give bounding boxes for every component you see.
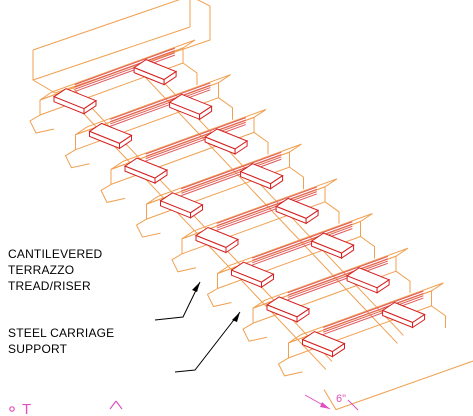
rebar	[323, 292, 424, 331]
riser-soffit-left	[242, 322, 268, 342]
rebar	[216, 191, 318, 229]
riser-soffit-right	[431, 305, 446, 328]
rebar	[110, 84, 211, 123]
bearing-pad-side	[199, 105, 213, 121]
rebar	[216, 193, 318, 231]
riser-soffit-right	[218, 97, 233, 120]
callout-tread-line-1: CANTILEVERED	[8, 247, 103, 261]
riser-soffit-left	[100, 183, 126, 203]
top-landing-edge	[32, 26, 191, 81]
riser-soffit-left	[171, 253, 197, 273]
rebar	[145, 124, 247, 162]
riser-soffit-left	[277, 357, 303, 377]
bearing-pad-side	[296, 307, 310, 323]
bearing-pad-side	[332, 342, 345, 358]
dimension-label: 6"	[336, 393, 346, 405]
bearing-pad-side	[261, 273, 274, 289]
rebar	[110, 87, 211, 125]
bearing-pad-side	[154, 169, 168, 185]
rebar	[287, 258, 389, 296]
riser-soffit-right	[289, 166, 304, 190]
rebar	[252, 221, 353, 259]
callout-support-line-2: SUPPORT	[8, 342, 68, 356]
rebar	[181, 151, 282, 190]
rebar	[110, 89, 211, 127]
top-landing-wall	[32, 0, 211, 94]
rebar	[145, 117, 247, 155]
rebar	[323, 297, 424, 335]
rebar	[216, 186, 318, 224]
bearing-pad-side	[119, 134, 132, 150]
bearing-pad-side	[163, 70, 177, 86]
bottom-landing	[323, 360, 473, 411]
riser-soffit-right	[360, 236, 375, 259]
callout-tread-line-3: TREAD/RISER	[8, 279, 91, 293]
bearing-pad-side	[234, 140, 248, 155]
support-leader	[174, 311, 241, 373]
rebar	[181, 156, 282, 194]
bearing-pad-side	[225, 238, 239, 254]
riser-soffit-left	[64, 149, 90, 169]
stair-outline	[29, 0, 473, 411]
riser-soffit-left	[135, 218, 161, 238]
rebar	[110, 82, 211, 120]
rebar	[145, 119, 247, 157]
rebar	[74, 54, 176, 93]
riser-soffit-right	[324, 201, 340, 224]
tread-leader	[154, 281, 201, 321]
rebar	[216, 188, 318, 227]
bearing-pad-side	[270, 174, 284, 190]
rebar	[287, 255, 389, 294]
rebar	[252, 225, 353, 264]
rebar	[323, 290, 424, 329]
support-leader-arrowhead	[232, 312, 240, 322]
rebar	[323, 295, 424, 333]
bearing-pads	[52, 59, 426, 358]
rebar	[74, 52, 176, 90]
riser-soffit-right	[182, 62, 198, 85]
rebar-group	[74, 47, 424, 335]
tread-leader-arrowhead	[192, 282, 200, 292]
rebar	[287, 260, 389, 298]
bearing-pad-side	[341, 244, 355, 260]
riser-soffit-left	[206, 288, 232, 308]
dimension-arrowhead	[320, 402, 330, 409]
title-cropped-glyphs	[9, 400, 123, 412]
rebar	[74, 50, 176, 88]
bearing-pad-side	[305, 209, 319, 225]
drawing-title-fragment: T	[22, 401, 31, 416]
bearing-pad-side	[190, 203, 203, 219]
rebar	[145, 121, 247, 160]
bearing-pad-side	[412, 313, 426, 329]
rebar	[287, 262, 389, 301]
riser-soffit-right	[395, 270, 411, 294]
callout-support-line-1: STEEL CARRIAGE	[8, 326, 114, 340]
riser-soffit-right	[253, 131, 269, 155]
bearing-pad-side	[83, 99, 97, 115]
rebar	[181, 158, 282, 197]
rebar	[252, 228, 353, 266]
callout-tread-line-2: TERRAZZO	[8, 263, 74, 277]
riser-soffit-left	[29, 114, 55, 134]
bearing-pad-side	[376, 278, 390, 294]
rebar	[181, 154, 282, 192]
rebar	[74, 47, 176, 86]
rebar	[252, 223, 353, 261]
